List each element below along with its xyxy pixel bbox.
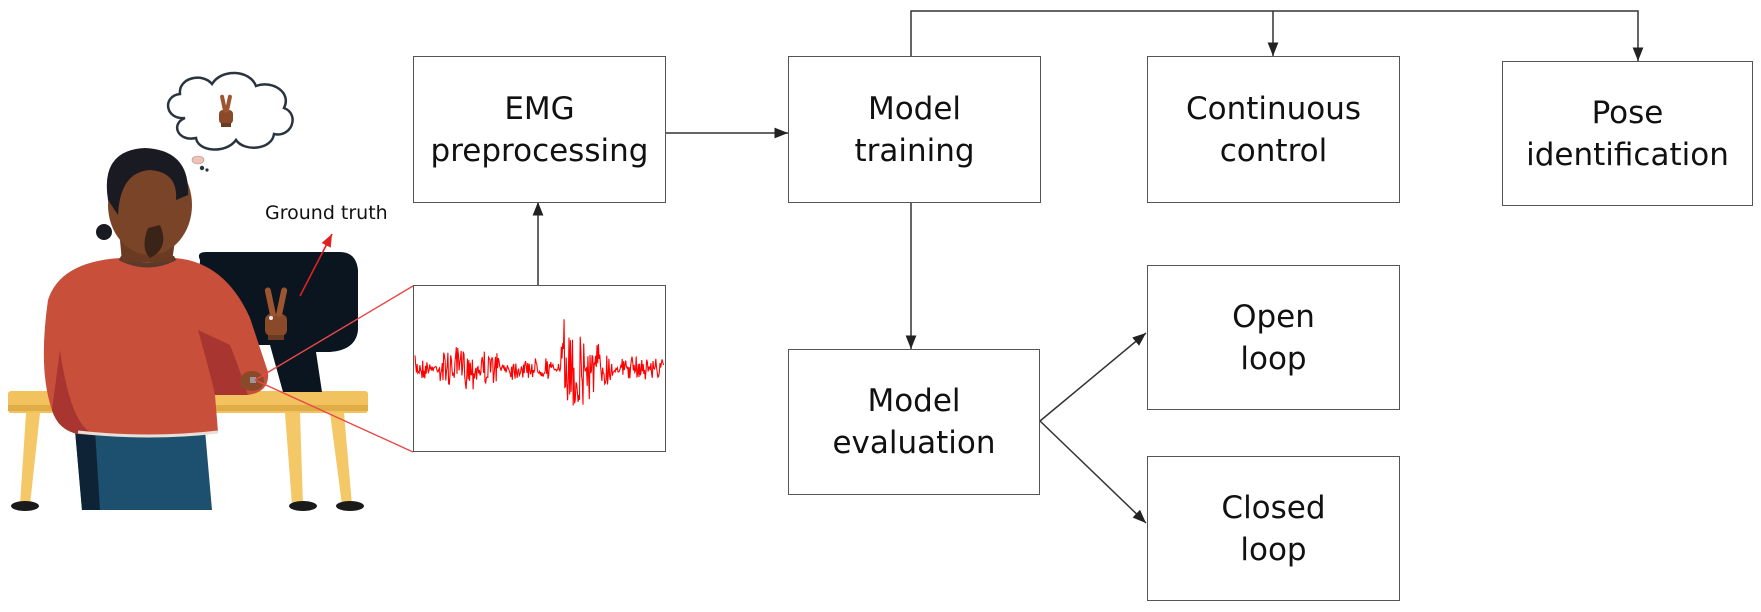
edge-training-to-outputs [910, 10, 1644, 61]
node-closed-loop: Closed loop [1147, 456, 1400, 601]
person [43, 148, 269, 510]
node-label: Pose identification [1526, 94, 1729, 173]
connectors [532, 10, 1644, 524]
node-label: Model training [854, 90, 975, 169]
emg-signal-path [414, 319, 665, 406]
node-label: Closed loop [1221, 489, 1326, 568]
node-label: Open loop [1232, 298, 1315, 377]
peace-sign-hand-icon [219, 94, 233, 127]
node-model-training: Model training [788, 56, 1041, 203]
node-model-evaluation: Model evaluation [788, 349, 1040, 495]
person-at-desk-illustration [8, 71, 414, 511]
edge-evaluation-to-open-loop [1039, 332, 1147, 422]
emg-signal-trace [414, 319, 665, 406]
node-label: Model evaluation [832, 383, 996, 461]
sensor-zoom-line-bottom [254, 379, 414, 453]
node-label: Continuous control [1185, 90, 1362, 169]
ground-truth-arrow [299, 233, 333, 297]
peace-sign-hand-icon [264, 287, 288, 340]
thought-bubble [167, 71, 294, 172]
node-continuous-control: Continuous control [1147, 56, 1400, 203]
node-emg-preprocessing: EMG preprocessing [413, 56, 666, 203]
edge-evaluation-to-closed-loop [1039, 420, 1147, 524]
node-open-loop: Open loop [1147, 265, 1400, 410]
node-label: EMG preprocessing [430, 90, 649, 169]
sensor-zoom-line-top [254, 285, 414, 381]
node-emg-signal [413, 285, 666, 452]
node-pose-identification: Pose identification [1502, 61, 1753, 206]
monitor [196, 252, 358, 392]
ground-truth-label: Ground truth [265, 202, 388, 224]
